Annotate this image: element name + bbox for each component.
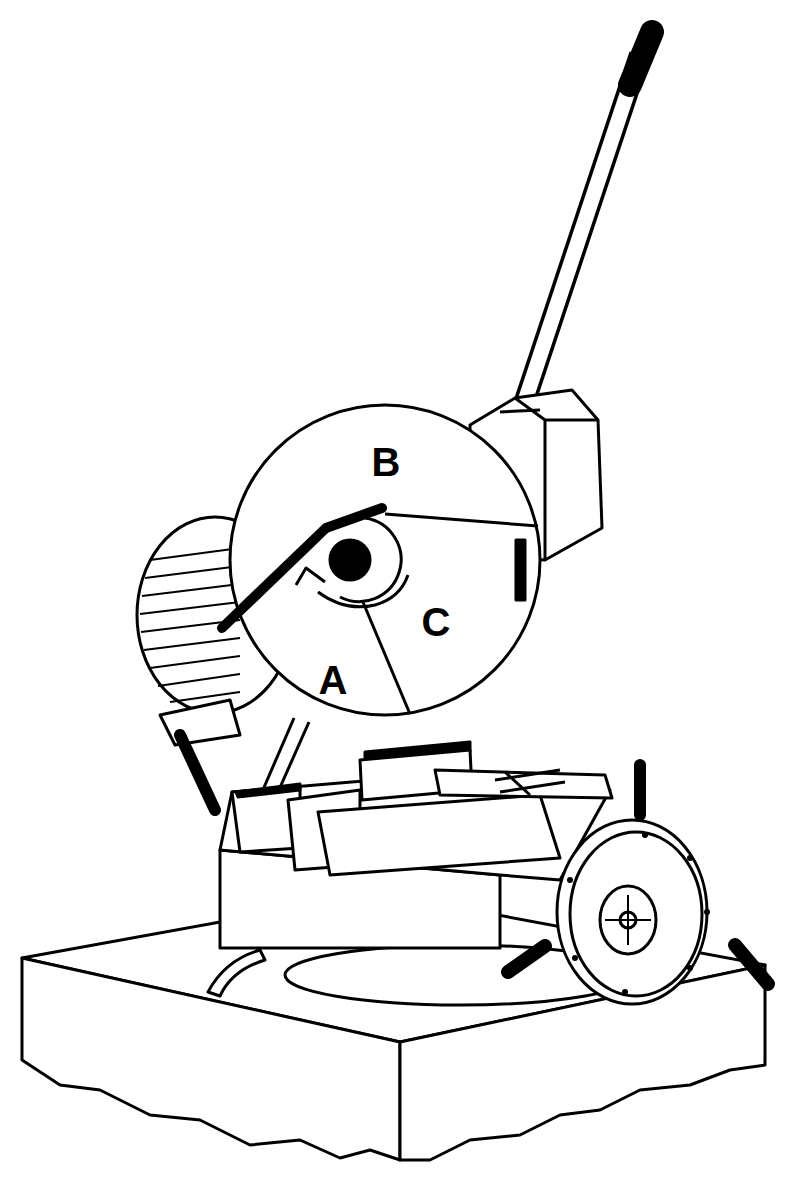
guard-seam	[385, 514, 538, 526]
handle-tube-outline	[522, 55, 640, 410]
scale-ticks	[567, 832, 710, 995]
guard-seam	[360, 595, 410, 714]
part-label: A	[319, 660, 348, 700]
handle-grip	[630, 32, 652, 85]
wheel-handle	[735, 945, 768, 984]
handwheel-face	[570, 832, 702, 996]
blade-guard	[230, 405, 540, 715]
hub-cross	[605, 895, 651, 945]
handle-tube	[522, 55, 640, 410]
part-label: C	[422, 602, 451, 642]
guard-support	[262, 718, 294, 792]
guard-lever	[222, 508, 382, 628]
blade-hub	[330, 540, 370, 580]
wheel-handle	[508, 946, 545, 972]
handwheel-rim	[557, 820, 707, 1004]
wheel-handle	[634, 765, 646, 815]
vise-slide	[318, 795, 560, 875]
guard-slot	[516, 540, 525, 600]
angle-slot	[208, 950, 265, 996]
stock-stop	[435, 770, 612, 798]
clamp-lever	[180, 735, 215, 810]
saw-drawing	[22, 32, 768, 1160]
part-label: B	[372, 442, 401, 482]
stop-arm	[495, 770, 565, 795]
guard-support	[278, 722, 309, 792]
handwheel-hub	[600, 886, 656, 954]
pivot-bracket	[160, 700, 240, 745]
guard-lever-joint	[296, 568, 325, 585]
